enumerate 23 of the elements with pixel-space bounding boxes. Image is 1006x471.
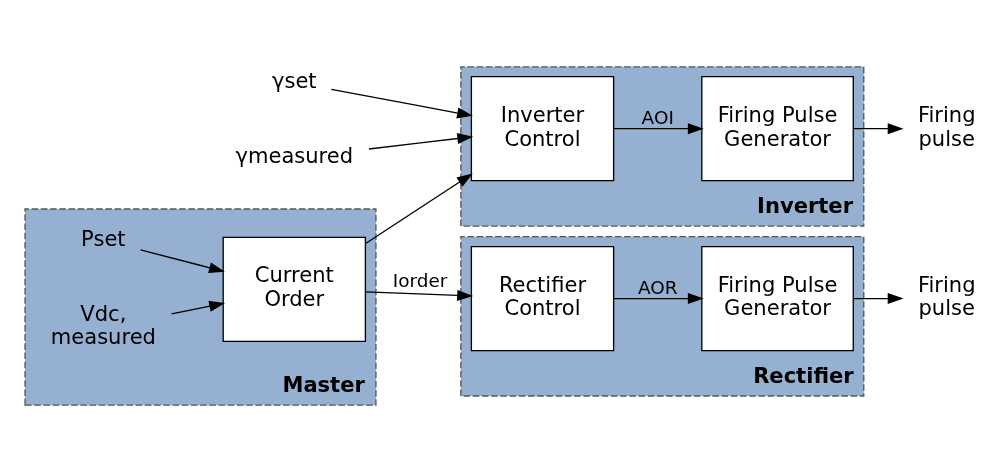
arrow xyxy=(613,122,704,134)
arrow xyxy=(365,289,474,301)
node-text: Pset xyxy=(81,225,126,251)
arrow xyxy=(852,122,904,134)
node-text: γmeasured xyxy=(235,142,354,168)
node-box: Inverter Control xyxy=(470,75,615,181)
edge-label: Iorder xyxy=(392,269,448,291)
node-box: Firing Pulse Generator xyxy=(701,245,854,351)
edge-label: AOR xyxy=(637,276,678,298)
arrow xyxy=(170,300,226,315)
node-text: γset xyxy=(271,67,317,93)
node-text: Vdc, measured xyxy=(50,300,156,349)
arrow xyxy=(330,88,473,118)
node-box: Firing Pulse Generator xyxy=(701,75,854,181)
edge-label: AOI xyxy=(641,106,674,128)
arrow xyxy=(139,248,225,273)
node-box: Current Order xyxy=(222,236,367,342)
arrow xyxy=(613,292,704,304)
arrow xyxy=(852,292,904,304)
node-text: Firing pulse xyxy=(917,271,976,320)
node-box: Rectifier Control xyxy=(470,245,615,351)
arrow xyxy=(368,132,474,150)
node-text: Firing pulse xyxy=(917,101,976,151)
